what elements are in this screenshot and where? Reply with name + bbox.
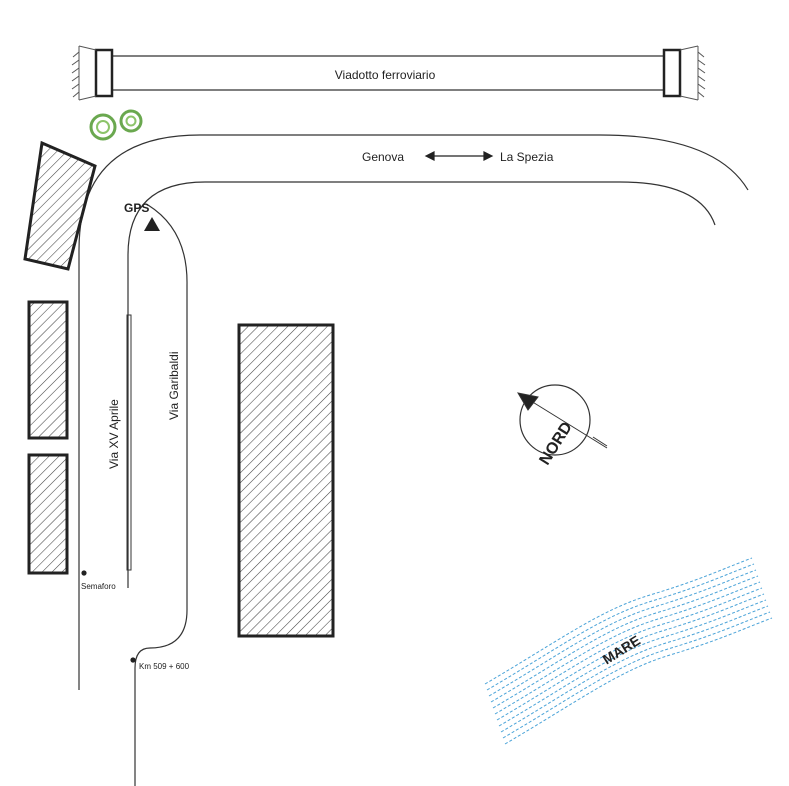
road-median [126, 314, 132, 571]
roads [78, 134, 749, 786]
semaforo-marker: Semaforo [81, 570, 116, 591]
sea [484, 557, 773, 745]
railway-viaduct: Viadotto ferroviario [71, 45, 706, 101]
trees [89, 109, 143, 141]
compass-label: NORD [536, 419, 575, 468]
km-dot-icon [130, 657, 136, 663]
building-central [237, 323, 335, 638]
semaforo-label: Semaforo [81, 582, 116, 591]
route-direction: Genova La Spezia [362, 150, 554, 164]
km-marker-label: Km 509 + 600 [139, 662, 190, 671]
north-compass: NORD [517, 384, 608, 468]
two-way-arrow-icon [424, 151, 494, 161]
via-garibaldi-right-edge [134, 204, 188, 786]
gps-marker: GPS [124, 201, 160, 231]
building-west-upper [27, 300, 69, 440]
semaforo-dot-icon [81, 570, 87, 576]
viaduct-left-pier [94, 48, 114, 98]
route-to-label: La Spezia [500, 150, 554, 164]
viaduct-left-abutment [71, 45, 97, 101]
viaduct-right-pier [662, 48, 682, 98]
sea-label: MARE [600, 632, 643, 667]
main-road-inner-edge [127, 181, 716, 588]
north-arrow-icon [517, 392, 608, 449]
building-northwest [23, 140, 97, 271]
viaduct-right-abutment [679, 45, 706, 101]
building-west-lower [27, 453, 69, 575]
street-label-via-xv-aprile: Via XV Aprile [107, 399, 121, 469]
route-from-label: Genova [362, 150, 404, 164]
compass-circle [519, 384, 591, 456]
gps-arrow-icon [144, 217, 160, 231]
gps-label: GPS [124, 201, 149, 215]
km-marker: Km 509 + 600 [130, 657, 190, 671]
viaduct-label: Viadotto ferroviario [335, 68, 436, 82]
buildings [23, 140, 335, 638]
street-label-via-garibaldi: Via Garibaldi [167, 352, 181, 420]
